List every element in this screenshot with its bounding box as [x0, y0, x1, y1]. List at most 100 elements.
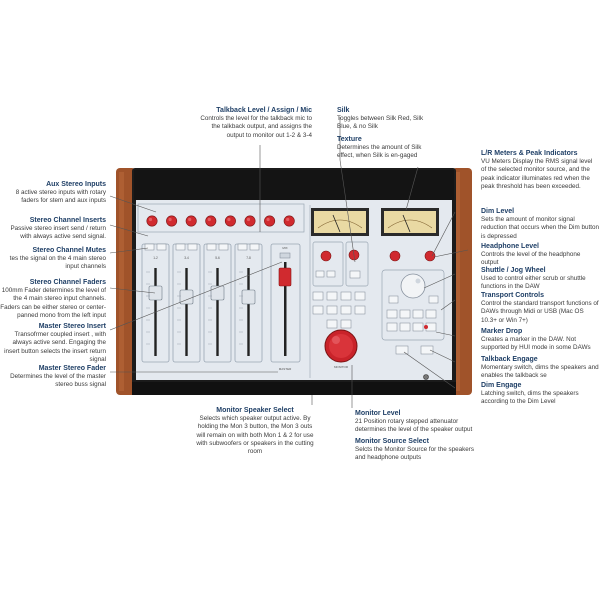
insert-button[interactable]	[144, 243, 155, 251]
aux-knob[interactable]	[283, 215, 295, 227]
shuttle-annotation: Shuttle / Jog Wheel Used to control eith…	[481, 266, 599, 292]
stereo-mutes-desc: tes the signal on the 4 main stereo inpu…	[9, 255, 106, 271]
aux-knob[interactable]	[166, 215, 178, 227]
silk-button[interactable]	[349, 270, 361, 279]
monitor-select-button[interactable]	[326, 305, 338, 315]
talkback-title: Talkback Level / Assign / Mic	[216, 107, 312, 114]
lr-meters-title: L/R Meters & Peak Indicators	[481, 150, 578, 157]
mute-button[interactable]	[249, 243, 260, 251]
marker-desc: Creates a marker in the DAW. Not support…	[481, 336, 591, 352]
monitor-select-button[interactable]	[312, 291, 324, 301]
transport-button[interactable]	[425, 309, 437, 319]
master-fader-annotation: Master Stereo Fader Determines the level…	[0, 364, 106, 390]
transport-button[interactable]	[412, 309, 424, 319]
dim-engage-annotation: Dim Engage Latching switch, dims the spe…	[481, 381, 599, 407]
dim-level-knob[interactable]	[389, 250, 401, 262]
monitor-select-button[interactable]	[354, 305, 366, 315]
transport-button[interactable]	[386, 322, 398, 332]
insert-button[interactable]	[175, 243, 186, 251]
aux-knob[interactable]	[146, 215, 158, 227]
channel-label: 1-2	[153, 256, 158, 260]
aux-knob[interactable]	[244, 215, 256, 227]
aux-knob-row	[137, 203, 305, 233]
transport-button[interactable]	[412, 322, 424, 332]
headphone-jack	[423, 374, 429, 380]
marker-title: Marker Drop	[481, 328, 523, 335]
faders-annotation: Stereo Channel Faders 100mm Fader determ…	[0, 278, 106, 320]
master-fader-title: Master Stereo Fader	[38, 365, 106, 372]
dim-level-annotation: Dim Level Sets the amount of monitor sig…	[481, 207, 599, 241]
talkback-block	[312, 241, 344, 287]
talkback-annotation: Talkback Level / Assign / Mic Controls t…	[196, 106, 312, 140]
insert-button[interactable]	[206, 243, 217, 251]
dim-engage-button[interactable]	[395, 345, 409, 355]
lr-meters-desc: VU Meters Display the RMS signal level o…	[481, 158, 593, 190]
master-insert-title: Master Stereo Insert	[38, 323, 106, 330]
stereo-inserts-title: Stereo Channel Inserts	[29, 217, 106, 224]
monitor-speaker-annotation: Monitor Speaker Select Selects which spe…	[196, 406, 314, 456]
master-label: MASTER	[279, 367, 292, 371]
channel-label: 7-8	[246, 256, 251, 260]
monitor-level-title: Monitor Level	[355, 410, 401, 417]
transport-button[interactable]	[399, 322, 411, 332]
channel-fader-cap[interactable]	[210, 285, 225, 301]
master-fader-desc: Determines the level of the master stere…	[10, 373, 106, 389]
silk-annotation: Silk Toggles between Silk Red, Silk Blue…	[337, 106, 429, 132]
mute-button[interactable]	[156, 243, 167, 251]
monitor-speaker-title: Monitor Speaker Select	[216, 407, 294, 414]
monitor-source-desc: Selcts the Monitor Source for the speake…	[355, 446, 474, 462]
monitor-select-button[interactable]	[354, 291, 366, 301]
shuttle-title: Shuttle / Jog Wheel	[481, 267, 546, 274]
monitor-select-button[interactable]	[312, 305, 324, 315]
mute-button[interactable]	[218, 243, 229, 251]
channel-fader-cap[interactable]	[241, 289, 256, 305]
transport-title: Transport Controls	[481, 292, 545, 299]
monitor-select-button[interactable]	[340, 319, 352, 329]
texture-desc: Determines the amount of Silk effect, wh…	[337, 144, 422, 160]
dim-level-title: Dim Level	[481, 208, 515, 215]
silk-title: Silk	[337, 107, 350, 114]
talkback-level-knob[interactable]	[320, 250, 332, 262]
monitor-select-button[interactable]	[340, 305, 352, 315]
monitor-select-button[interactable]	[326, 319, 338, 329]
aux-stereo-annotation: Aux Stereo Inputs 8 active stereo inputs…	[0, 180, 106, 206]
marker-annotation: Marker Drop Creates a marker in the DAW.…	[481, 327, 599, 353]
aux-knob[interactable]	[185, 215, 197, 227]
aux-knob[interactable]	[264, 215, 276, 227]
mix-label: MIX	[282, 246, 287, 250]
aux-stereo-title: Aux Stereo Inputs	[46, 181, 106, 188]
aux-knob[interactable]	[205, 215, 217, 227]
monitor-source-title: Monitor Source Select	[355, 438, 429, 445]
monitor-level-desc: 21 Position rotary stepped attenuator de…	[355, 418, 473, 434]
transport-button[interactable]	[399, 309, 411, 319]
channel-label: 5-6	[215, 256, 220, 260]
headphone-title: Headphone Level	[481, 243, 539, 250]
monitor-select-buttons	[312, 291, 366, 329]
texture-knob[interactable]	[348, 249, 360, 261]
dim-engage-desc: Latching switch, dims the speakers accor…	[481, 390, 579, 406]
master-insert-annotation: Master Stereo Insert Transofrmer coupled…	[0, 322, 106, 364]
headphone-desc: Controls the level of the headphone outp…	[481, 251, 581, 267]
faders-title: Stereo Channel Faders	[29, 279, 106, 286]
mute-button[interactable]	[187, 243, 198, 251]
master-fader-cap[interactable]	[278, 267, 292, 287]
channel-label: 3-4	[184, 256, 189, 260]
channel-fader-cap[interactable]	[148, 285, 163, 301]
insert-button[interactable]	[237, 243, 248, 251]
talkback-engage-annotation: Talkback Engage Momentary switch, dims t…	[481, 355, 600, 381]
silk-desc: Toggles between Silk Red, Silk Blue, & n…	[337, 115, 424, 131]
headphone-level-knob[interactable]	[424, 250, 436, 262]
talkback-engage-button[interactable]	[420, 345, 434, 355]
texture-title: Texture	[337, 136, 362, 143]
talkback-engage-desc: Momentary switch, dims the speakers and …	[481, 364, 599, 380]
talkback-engage-title: Talkback Engage	[481, 356, 538, 363]
dim-level-desc: Sets the amount of monitor signal reduct…	[481, 216, 599, 240]
transport-button[interactable]	[386, 309, 398, 319]
transport-desc: Control the standard transport functions…	[481, 300, 599, 324]
shuttle-jog-wheel[interactable]	[400, 273, 426, 299]
channel-fader-cap[interactable]	[179, 289, 194, 305]
aux-knob[interactable]	[224, 215, 236, 227]
vu-meter-right	[381, 208, 439, 236]
monitor-select-button[interactable]	[340, 291, 352, 301]
monitor-select-button[interactable]	[326, 291, 338, 301]
